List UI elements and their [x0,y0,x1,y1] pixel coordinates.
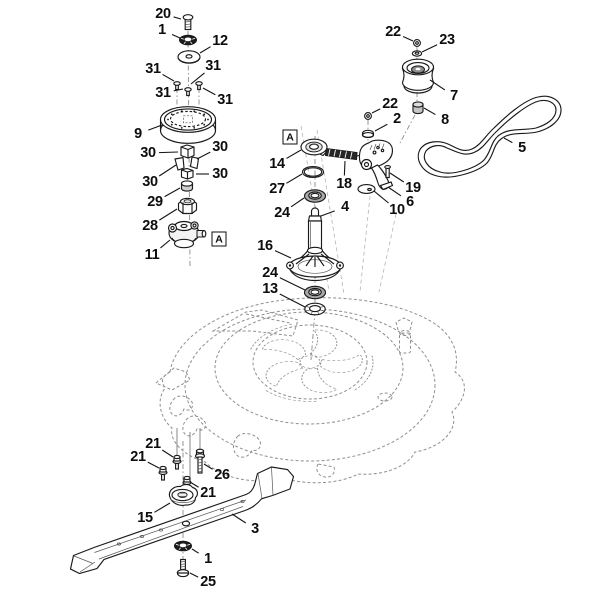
callout-31[interactable]: 31 [205,57,221,74]
callout-12[interactable]: 12 [212,32,228,49]
callout-31[interactable]: 31 [145,60,161,77]
part-cap-nut-2 [361,129,375,138]
part-washer-23 [411,50,423,57]
part-washer-10 [357,184,376,194]
part-bushing-29 [180,180,194,192]
part-key-block-30-top [180,144,195,159]
callout-10[interactable]: 10 [389,201,405,218]
callout-18[interactable]: 18 [336,175,352,192]
callout-21[interactable]: 21 [145,435,161,452]
callout-16[interactable]: 16 [257,237,273,254]
callout-14[interactable]: 14 [269,155,285,172]
part-lock-washer-1-top [179,34,197,46]
callout-24[interactable]: 24 [262,264,278,281]
part-v-belt-5 [417,95,562,178]
callout-31[interactable]: 31 [155,84,171,101]
leader-lines [147,16,513,578]
callout-1[interactable]: 1 [204,550,212,567]
callout-9[interactable]: 9 [134,125,142,142]
view-reference-marker-A: A [282,129,298,145]
part-mower-blade-3 [69,466,295,575]
callout-3[interactable]: 3 [251,520,259,537]
callout-15[interactable]: 15 [137,509,153,526]
callout-21[interactable]: 21 [200,484,216,501]
part-washer-13 [304,302,326,316]
part-coupler-nut-28 [177,197,198,215]
callout-31[interactable]: 31 [217,91,233,108]
part-clamp-halves-30 [174,156,200,171]
callout-27[interactable]: 27 [269,180,285,197]
callout-8[interactable]: 8 [441,111,449,128]
part-pin-19 [384,165,391,179]
part-screw-20 [182,14,194,31]
callout-28[interactable]: 28 [142,217,158,234]
callout-22[interactable]: 22 [385,23,401,40]
part-hub-assembly-11 [167,220,207,249]
part-screws-31 [173,81,203,97]
callout-20[interactable]: 20 [155,5,171,22]
part-tension-arm-6 [358,139,394,191]
callout-11[interactable]: 11 [144,246,160,263]
callout-25[interactable]: 25 [200,573,216,590]
part-key-block-30-bottom [180,167,194,180]
part-blade-adapter-15 [168,483,198,506]
callout-5[interactable]: 5 [518,139,526,156]
part-bearing-24-upper [303,189,327,203]
callout-7[interactable]: 7 [450,87,458,104]
callout-30[interactable]: 30 [212,165,228,182]
part-spacer-8 [412,101,424,115]
callout-30[interactable]: 30 [212,138,228,155]
callout-29[interactable]: 29 [147,193,163,210]
callout-30[interactable]: 30 [142,173,158,190]
deck-fan-ghost [249,323,374,402]
part-nut-22-arm [364,112,372,120]
callout-6[interactable]: 6 [406,193,414,210]
callout-22[interactable]: 22 [382,95,398,112]
part-lock-washer-1-bottom [174,540,192,552]
callout-26[interactable]: 26 [214,466,230,483]
callout-23[interactable]: 23 [439,31,455,48]
part-flange-bearing-14 [300,138,328,156]
part-idler-pulley-7 [401,58,435,94]
part-blade-bolt-25 [176,558,190,578]
part-spindle-housing-16 [286,246,344,282]
part-nut-22-top [413,39,421,47]
part-bolt-26 [194,448,206,474]
callout-21[interactable]: 21 [130,448,146,465]
part-spindle-pulley-9 [159,106,217,144]
callout-1[interactable]: 1 [158,21,166,38]
view-reference-marker-A: A [211,231,227,247]
callout-30[interactable]: 30 [140,144,156,161]
callout-2[interactable]: 2 [393,110,401,127]
part-bearing-24-lower [303,285,327,300]
part-washer-12 [177,50,201,64]
callout-4[interactable]: 4 [341,198,349,215]
part-spindle-shaft-4 [307,207,323,252]
part-o-ring-27 [301,166,325,178]
callout-13[interactable]: 13 [262,280,278,297]
callout-24[interactable]: 24 [274,204,290,221]
callout-19[interactable]: 19 [405,179,421,196]
